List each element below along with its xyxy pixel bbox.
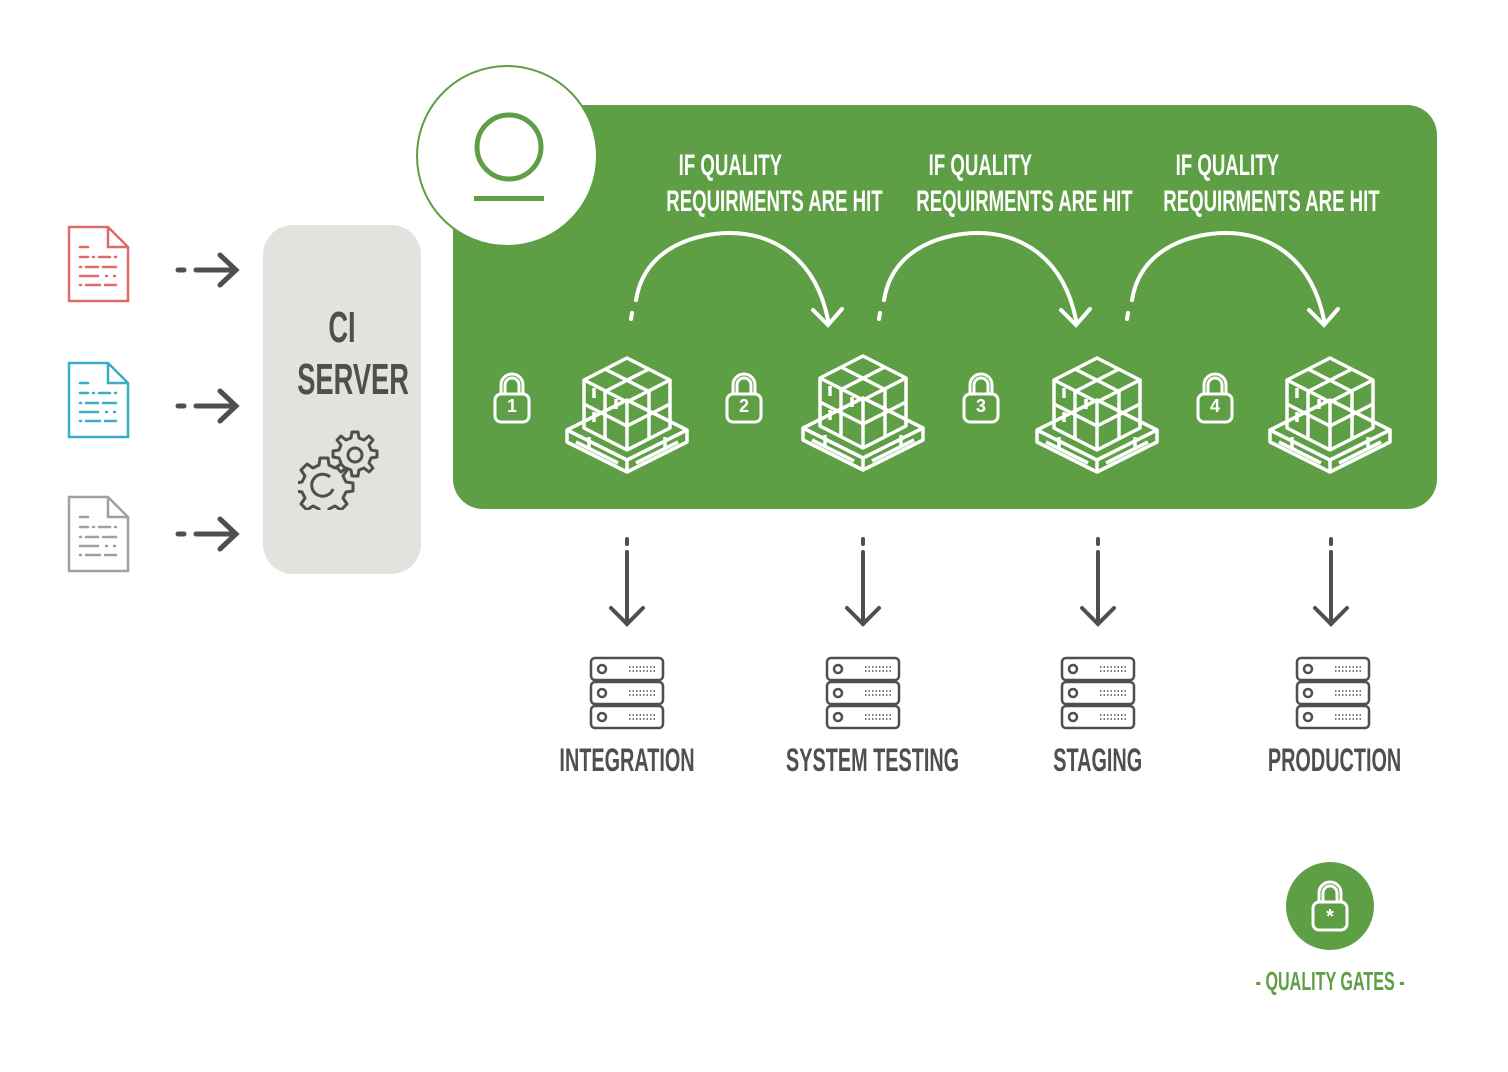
arrow-right-icon (175, 516, 240, 552)
gate-number: 2 (738, 396, 749, 416)
input-document-icon (67, 225, 130, 303)
quality-condition-label: IF QUALITY REQUIRMENTS ARE HIT (850, 148, 1132, 220)
arrow-down-icon (609, 537, 645, 627)
user-icon (474, 112, 544, 201)
server-icon (589, 656, 665, 730)
server-icon (825, 656, 901, 730)
quality-condition-label: IF QUALITY REQUIRMENTS ARE HIT (600, 148, 882, 220)
curved-arrow-icon (877, 230, 1092, 328)
condition-line1: IF QUALITY (1175, 149, 1279, 182)
environment-label: PRODUCTION (1268, 742, 1402, 778)
quality-gates-legend-badge: * (1286, 862, 1374, 950)
pallet-boxes-icon (565, 356, 689, 474)
padlock-icon (493, 372, 531, 424)
ci-server-box (263, 225, 421, 574)
arrow-down-icon (1313, 537, 1349, 627)
gate-number: 3 (975, 396, 986, 416)
curved-arrow-icon (1125, 230, 1340, 328)
padlock-icon (1311, 880, 1349, 932)
padlock-icon (1196, 372, 1234, 424)
environment-label: SYSTEM TESTING (786, 742, 960, 778)
pallet-boxes-icon (1035, 356, 1159, 474)
environment-label: INTEGRATION (559, 742, 695, 778)
ci-server-label-line1: CI (263, 306, 421, 350)
pallet-boxes-icon (801, 354, 925, 472)
arrow-down-icon (1080, 537, 1116, 627)
environment-label: STAGING (1053, 742, 1143, 778)
quality-gate-3: 3 (961, 370, 1001, 426)
condition-line2: REQUIRMENTS ARE HIT (916, 185, 1133, 218)
gears-icon (298, 430, 379, 510)
quality-condition-label: IF QUALITY REQUIRMENTS ARE HIT (1097, 148, 1379, 220)
gate-number: 1 (506, 396, 517, 416)
environment-integration: INTEGRATION (497, 536, 757, 786)
environment-staging: STAGING (968, 536, 1228, 786)
ci-server-text: CI (328, 303, 356, 352)
arrow-right-icon (175, 252, 240, 288)
quality-gates-legend-label: - QUALITY GATES - (1200, 966, 1460, 997)
padlock-icon (962, 372, 1000, 424)
arrow-down-icon (845, 537, 881, 627)
pallet-boxes-icon (1268, 356, 1392, 474)
legend-text: - QUALITY GATES - (1255, 966, 1405, 996)
gate-number: 4 (1209, 396, 1220, 416)
condition-line2: REQUIRMENTS ARE HIT (1163, 185, 1380, 218)
input-document-icon (67, 361, 130, 439)
condition-line1: IF QUALITY (678, 149, 782, 182)
environment-system-testing: SYSTEM TESTING (733, 536, 993, 786)
arrow-right-icon (175, 388, 240, 424)
ci-server-text: SERVER (297, 355, 409, 404)
legend-symbol: * (1326, 906, 1334, 928)
environment-production: PRODUCTION (1203, 536, 1463, 786)
condition-line2: REQUIRMENTS ARE HIT (666, 185, 883, 218)
server-icon (1060, 656, 1136, 730)
quality-gate-1: 1 (492, 370, 532, 426)
quality-gate-4: 4 (1195, 370, 1235, 426)
curved-arrow-icon (629, 230, 844, 328)
ci-server-label-line2: SERVER (263, 358, 421, 402)
input-document-icon (67, 495, 130, 573)
quality-gate-2: 2 (724, 370, 764, 426)
condition-line1: IF QUALITY (928, 149, 1032, 182)
pipeline-badge (416, 65, 598, 247)
server-icon (1295, 656, 1371, 730)
padlock-icon (725, 372, 763, 424)
